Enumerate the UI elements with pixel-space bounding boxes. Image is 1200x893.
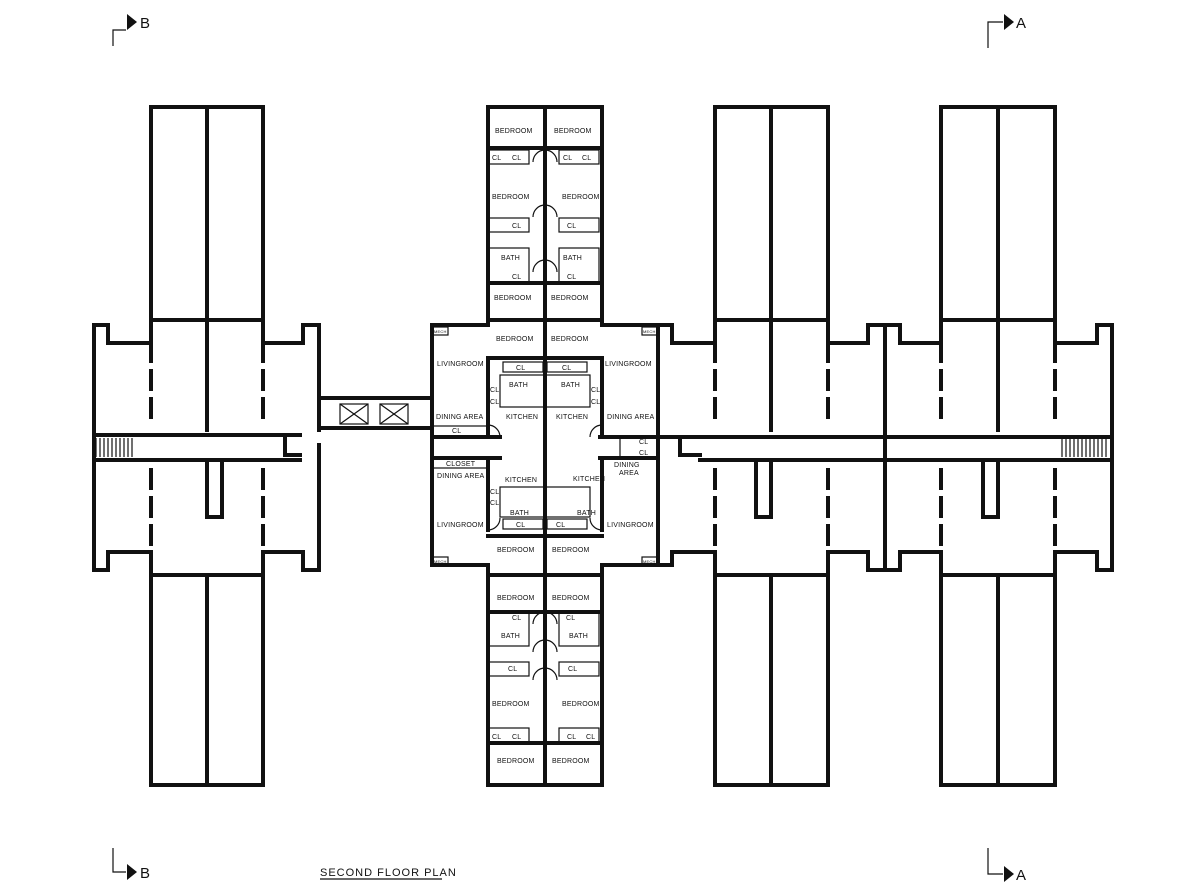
right-wing-inner (656, 105, 887, 787)
room-label-closet: CL (639, 439, 648, 446)
section-marker-b-top: B (112, 14, 150, 46)
section-marker-a-bottom: A (987, 848, 1026, 884)
room-label-closet: CL (508, 666, 517, 673)
room-label-bedroom: BEDROOM (552, 758, 590, 765)
room-label-closet: CL (492, 155, 501, 162)
section-marker-label: B (140, 865, 150, 882)
room-label-closet: CL (566, 615, 575, 622)
room-label-closet: CL (512, 223, 521, 230)
room-label-bedroom: BEDROOM (562, 701, 600, 708)
room-label-bedroom: BEDROOM (495, 128, 533, 135)
room-label-mech: MECH (434, 559, 447, 564)
room-label-closet: CL (567, 223, 576, 230)
room-label-closet: CL (490, 399, 499, 406)
room-label-bedroom: BEDROOM (551, 295, 589, 302)
room-label-bedroom: BEDROOM (492, 194, 530, 201)
room-label-bath: BATH (569, 633, 588, 640)
room-label-closet: CL (492, 734, 501, 741)
room-label-livingroom: LIVINGROOM (605, 361, 652, 368)
room-label-closet: CL (512, 155, 521, 162)
right-corridor (656, 435, 1114, 462)
room-label-mech: MECH (643, 329, 656, 334)
room-label-livingroom: LIVINGROOM (437, 522, 484, 529)
room-label-bedroom: BEDROOM (497, 547, 535, 554)
room-label-area: AREA (619, 470, 639, 477)
room-label-closet: CL (516, 522, 525, 529)
room-label-bath: BATH (577, 510, 596, 517)
room-label-kitchen: KITCHEN (573, 476, 605, 483)
room-label-closet: CL (490, 500, 499, 507)
room-label-kitchen: KITCHEN (506, 414, 538, 421)
room-label-bedroom: BEDROOM (552, 595, 590, 602)
room-label-bedroom: BEDROOM (496, 336, 534, 343)
room-label-closet: CL (490, 387, 499, 394)
room-label-bath: BATH (510, 510, 529, 517)
right-wing-outer (883, 105, 1114, 787)
room-label-bedroom: BEDROOM (562, 194, 600, 201)
section-marker-label: A (1016, 867, 1026, 884)
center-block: BEDROOM BEDROOM CL CL CL CL BEDROOM BEDR… (430, 105, 660, 787)
room-label-bath: BATH (563, 255, 582, 262)
room-label-dining-area: DINING AREA (436, 414, 483, 421)
room-label-bath: BATH (501, 633, 520, 640)
room-label-bedroom: BEDROOM (492, 701, 530, 708)
room-label-dining-area: DINING AREA (607, 414, 654, 421)
section-marker-label: A (1016, 15, 1026, 32)
room-label-closet: CL (512, 615, 521, 622)
left-wing (92, 105, 321, 787)
room-label-kitchen: KITCHEN (556, 414, 588, 421)
room-label-bedroom: BEDROOM (494, 295, 532, 302)
room-label-kitchen: KITCHEN (505, 477, 537, 484)
connector-bridge (317, 396, 434, 430)
room-label-closet: CL (516, 365, 525, 372)
room-label-bedroom: BEDROOM (554, 128, 592, 135)
room-label-mech: MECH (643, 559, 656, 564)
room-label-closet: CL (567, 274, 576, 281)
section-marker-b-bottom: B (112, 848, 150, 882)
room-label-bedroom: BEDROOM (551, 336, 589, 343)
room-label-closet: CL (582, 155, 591, 162)
room-label-closet: CL (512, 734, 521, 741)
room-label-closet: CL (563, 155, 572, 162)
room-label-livingroom: LIVINGROOM (607, 522, 654, 529)
room-label-closet: CL (591, 387, 600, 394)
room-label-closet: CL (452, 428, 461, 435)
room-label-mech: MECH (434, 329, 447, 334)
room-label-dining: DINING (614, 462, 640, 469)
room-label-bedroom: BEDROOM (497, 758, 535, 765)
room-label-closet: CL (586, 734, 595, 741)
room-label-closet: CL (490, 489, 499, 496)
room-label-closet: CL (556, 522, 565, 529)
section-marker-label: B (140, 15, 150, 32)
room-label-bath: BATH (509, 382, 528, 389)
room-label-livingroom: LIVINGROOM (437, 361, 484, 368)
room-label-closet: CL (512, 274, 521, 281)
room-label-bath: BATH (561, 382, 580, 389)
room-label-bath: BATH (501, 255, 520, 262)
room-label-closet: CL (639, 450, 648, 457)
room-label-bedroom: BEDROOM (497, 595, 535, 602)
section-marker-a-top: A (987, 14, 1026, 48)
room-label-closet: CL (567, 734, 576, 741)
drawing-title: SECOND FLOOR PLAN (320, 867, 457, 879)
room-label-dining-area: DINING AREA (437, 473, 484, 480)
room-label-closet: CL (591, 399, 600, 406)
room-label-closet: CL (568, 666, 577, 673)
room-label-closet: CLOSET (446, 461, 476, 468)
room-label-closet: CL (562, 365, 571, 372)
room-label-bedroom: BEDROOM (552, 547, 590, 554)
